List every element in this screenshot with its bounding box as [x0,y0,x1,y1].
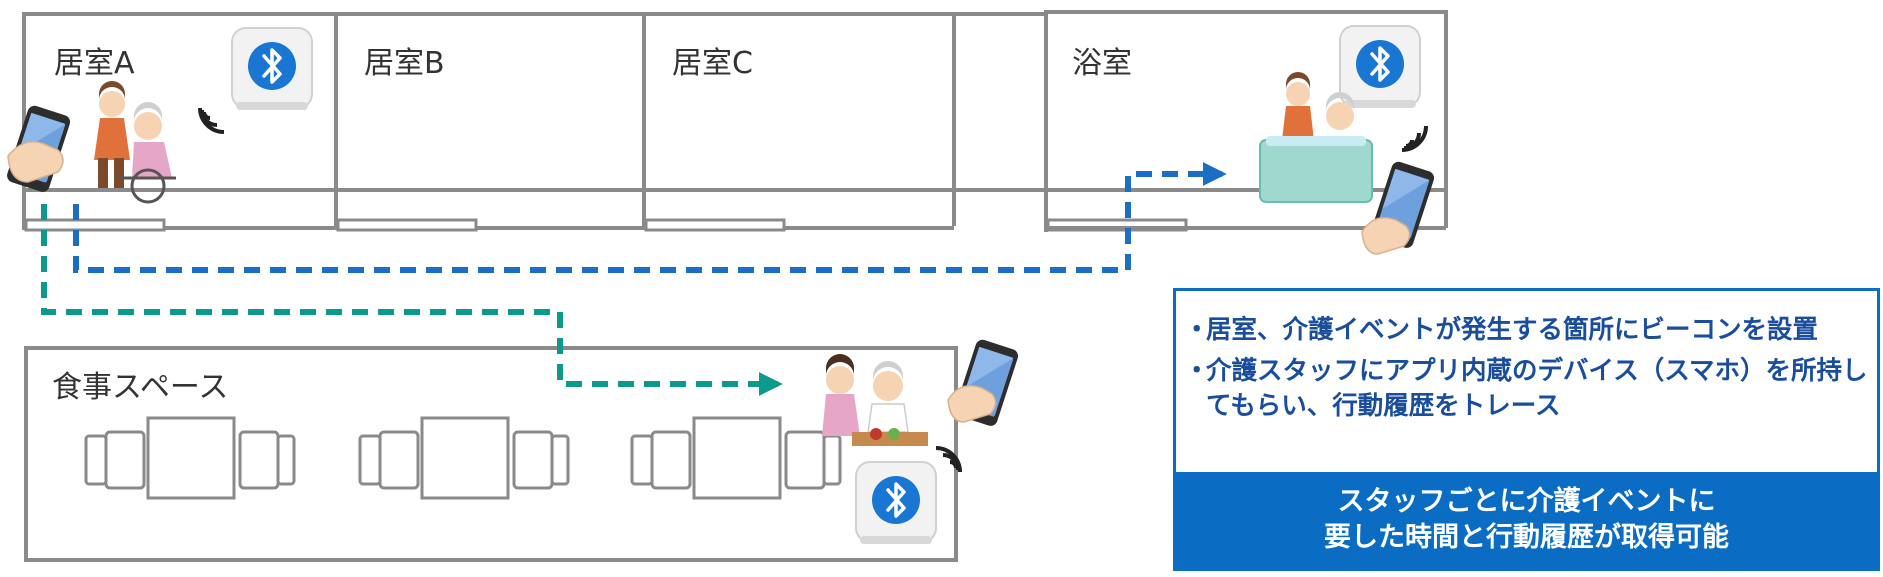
bluetooth-beacon-icon [230,26,314,112]
path-blue [73,162,1227,273]
room-b-label: 居室B [364,46,445,81]
room-walls [22,10,1448,562]
table-set [84,416,296,500]
room-c-wall [642,12,956,192]
room-c-label: 居室C [672,46,753,81]
info-item: ・ 介護スタッフにアプリ内蔵のデバイス（スマホ）を所持してもらい、行動履歴をトレ… [1184,354,1869,424]
info-footer-line: 要した時間と行動履歴が取得可能 [1324,522,1729,553]
info-item-text: 居室、介護イベントが発生する箇所にビーコンを設置 [1206,315,1819,345]
info-footer: スタッフごとに介護イベントに 要した時間と行動履歴が取得可能 [1176,472,1877,568]
room-a-label: 居室A [54,46,135,81]
info-item: ・ 居室、介護イベントが発生する箇所にビーコンを設置 [1184,313,1869,348]
bullet: ・ [1184,356,1210,386]
bathroom-wall [1044,10,1448,192]
dining-tables [84,416,842,500]
bathing-illustration [1259,72,1436,255]
signal-waves-icon [1400,124,1428,152]
path-teal [41,204,783,396]
dining-wall [24,346,958,562]
feeding-illustration [822,338,1020,446]
bluetooth-beacon-icon [854,460,938,546]
caregiver-wheelchair-illustration [5,81,176,204]
bullet: ・ [1184,315,1210,345]
info-item-text: 介護スタッフにアプリ内蔵のデバイス（スマホ）を所持してもらい、行動履歴をトレース [1206,356,1868,421]
signal-waves-icon [198,106,226,134]
info-box: ・ 居室、介護イベントが発生する箇所にビーコンを設置 ・ 介護スタッフにアプリ内… [1173,288,1880,571]
bathroom-label: 浴室 [1072,46,1132,81]
table-set [358,416,570,500]
dining-label: 食事スペース [52,370,229,405]
table-set [630,416,842,500]
info-footer-line: スタッフごとに介護イベントに [1337,486,1716,517]
bluetooth-beacon-icon [1338,24,1422,110]
info-list: ・ 居室、介護イベントが発生する箇所にビーコンを設置 ・ 介護スタッフにアプリ内… [1184,313,1869,430]
